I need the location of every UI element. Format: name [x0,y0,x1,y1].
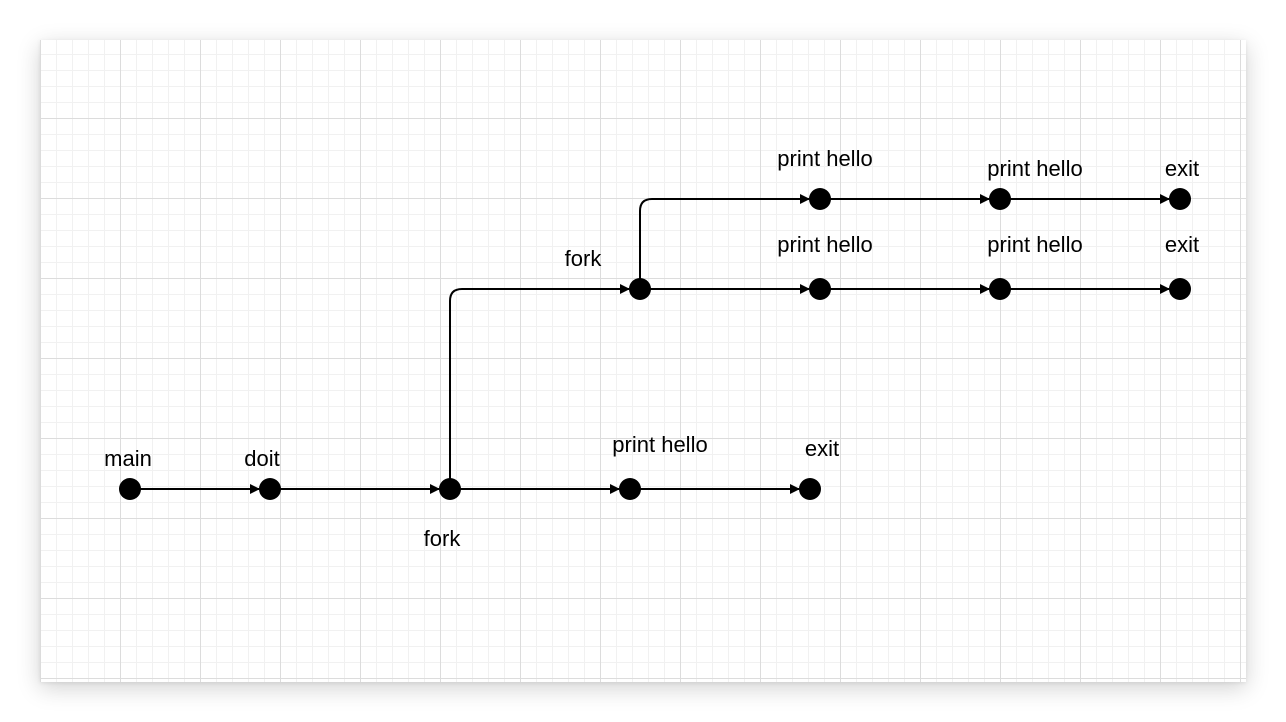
labels-layer: main doit fork print hello exit fork print hel… [104,146,1199,551]
node-exit_b [799,478,821,500]
node-label-print_m2: print hello [987,232,1082,257]
diagram-canvas: main doit fork print hello exit fork print hel… [40,40,1246,682]
node-label-print_m1: print hello [777,232,872,257]
node-print_t2 [989,188,1011,210]
node-fork2 [629,278,651,300]
node-print_b1 [619,478,641,500]
node-label-print_t2: print hello [987,156,1082,181]
node-label-print_b1: print hello [612,432,707,457]
node-print_m1 [809,278,831,300]
edge-fork1-to-fork2 [449,284,630,489]
node-exit_m [1169,278,1191,300]
node-label-exit_b: exit [805,436,839,461]
edge-fork2-to-print_t1 [639,194,810,289]
node-label-doit: doit [244,446,279,471]
nodes-layer [119,188,1191,500]
node-fork1 [439,478,461,500]
process-fork-diagram: main doit fork print hello exit fork print hel… [104,146,1199,551]
node-main [119,478,141,500]
node-label-fork2: fork [565,246,603,271]
node-print_t1 [809,188,831,210]
node-label-exit_m: exit [1165,232,1199,257]
node-label-main: main [104,446,152,471]
node-print_m2 [989,278,1011,300]
edges-layer [130,194,1170,494]
node-exit_t [1169,188,1191,210]
node-label-print_t1: print hello [777,146,872,171]
node-label-fork1: fork [424,526,462,551]
node-doit [259,478,281,500]
node-label-exit_t: exit [1165,156,1199,181]
